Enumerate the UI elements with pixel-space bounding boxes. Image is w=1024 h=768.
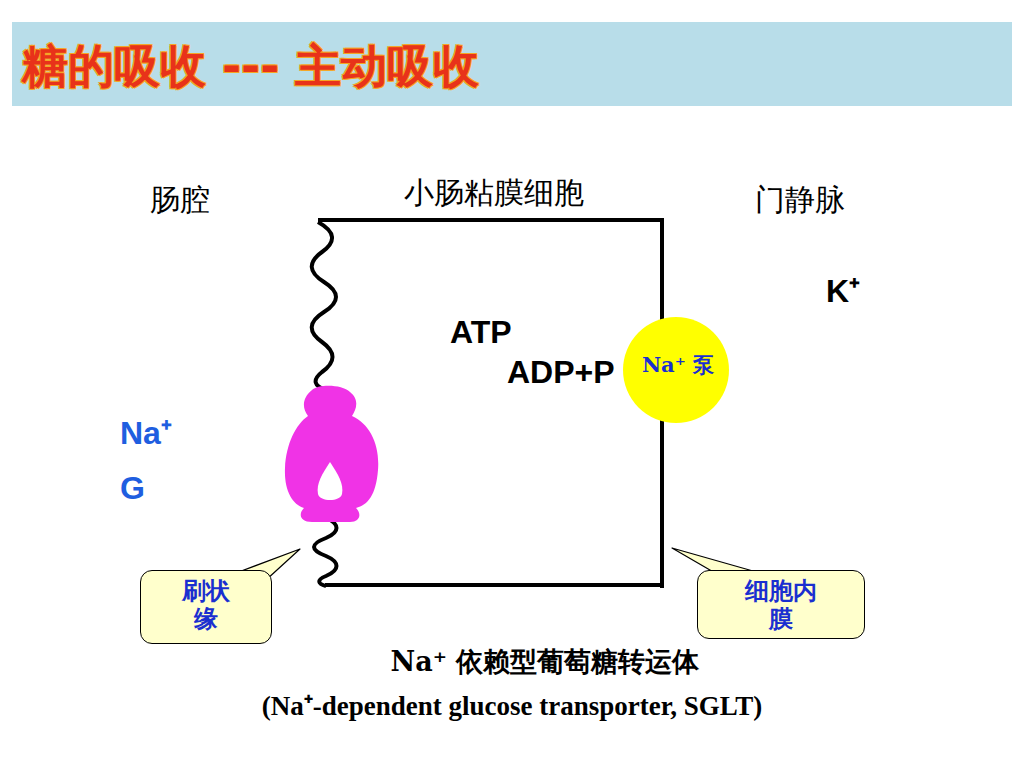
region-label: 门静脉 [755, 180, 845, 221]
pump-circle [623, 317, 729, 423]
callout-box: 细胞内膜 [697, 570, 865, 639]
title-band [12, 22, 1012, 106]
callout-box: 刷状缘 [140, 570, 272, 644]
sodium-pump: Na⁺ 泵 [623, 317, 729, 423]
english-caption: (Na⁺-dependent glucose transporter, SGLT… [262, 686, 763, 723]
ion-label: Na⁺ [120, 410, 172, 453]
transporter-channel [318, 462, 343, 500]
callout-text: 刷状缘 [180, 577, 233, 632]
cell-box: 小肠粘膜细胞ATPADP+P [325, 222, 662, 585]
slide-title: 糖的吸收 --- 主动吸收 [22, 36, 479, 98]
cell-membrane [325, 583, 662, 587]
brush-border [312, 222, 336, 390]
molecule-label: ATP [450, 314, 512, 351]
cell-membrane [318, 220, 662, 588]
ion-label: K⁺ [826, 268, 860, 311]
callout-text: 细胞内膜 [743, 577, 820, 632]
molecule-label: ADP+P [507, 354, 615, 391]
region-label: 肠腔 [150, 180, 210, 221]
sglt-transporter [285, 386, 378, 522]
pump-label: Na⁺ 泵 [632, 349, 724, 381]
caption: Na⁺ 依赖型葡萄糖转运体 [391, 644, 700, 680]
cell-heading: 小肠粘膜细胞 [325, 176, 662, 211]
brush-border [314, 518, 337, 586]
glucose-label: G [120, 470, 145, 507]
